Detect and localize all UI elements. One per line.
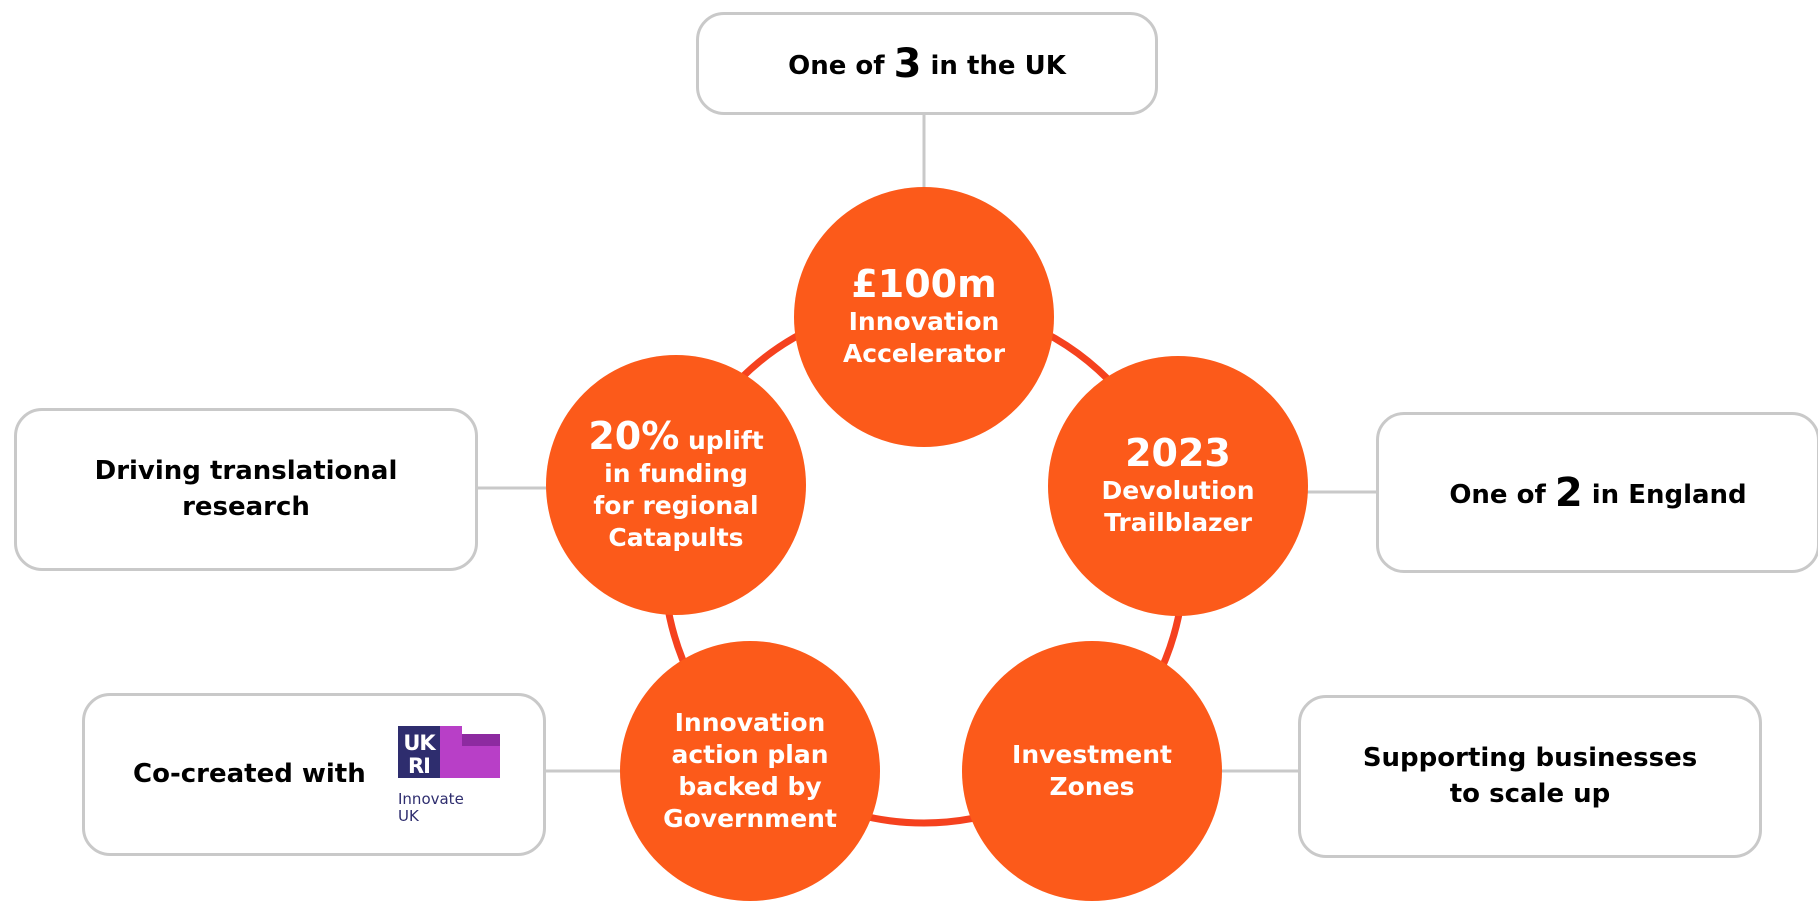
circle-left-line3: Catapults (608, 522, 744, 552)
circle-innovation-accelerator: £100m Innovation Accelerator (794, 187, 1054, 447)
logo-caption-line2: UK (398, 807, 420, 825)
circle-top-figure: £100m (851, 262, 997, 307)
box-top-suffix: in the UK (921, 50, 1066, 81)
circle-left-figure-row: 20% uplift (588, 414, 764, 459)
circle-top-line1: Innovation (848, 306, 1000, 336)
circle-left-line2: for regional (593, 490, 759, 520)
circle-left-figure-suffix: uplift (679, 426, 764, 456)
circle-top-line2: Accelerator (842, 338, 1006, 368)
circle-innovation-action-plan: Innovation action plan backed by Governm… (620, 641, 880, 901)
box-bottom-right-line2: to scale up (1449, 778, 1611, 809)
circle-catapult-uplift: 20% uplift in funding for regional Catap… (546, 355, 806, 615)
circle-bottom-left-line3: backed by (678, 772, 822, 801)
circle-right-line1: Devolution (1101, 475, 1255, 505)
box-translational-research: Driving translational research (14, 408, 478, 571)
circle-devolution-trailblazer: 2023 Devolution Trailblazer (1048, 356, 1308, 616)
box-bottom-left-text: Co-created with (133, 758, 366, 789)
ukri-logo-icon: UK RI Innovate UK (398, 726, 500, 825)
box-bottom-right-line1: Supporting businesses (1362, 743, 1698, 774)
box-top-prefix: One of (788, 50, 894, 81)
circle-investment-zones: Investment Zones (962, 641, 1222, 901)
box-top-text: One of 3 in the UK (788, 37, 1066, 91)
circle-left-line1: in funding (604, 458, 748, 488)
logo-caption-line1: Innovate (398, 790, 464, 808)
box-right-number: 2 (1554, 469, 1583, 516)
box-left-line1: Driving translational (94, 456, 398, 487)
circle-bottom-left-line2: action plan (671, 740, 829, 769)
circle-left-figure: 20% (588, 414, 680, 459)
circle-right-figure: 2023 (1125, 431, 1231, 476)
box-right-prefix: One of (1449, 479, 1555, 510)
circle-right-line2: Trailblazer (1104, 507, 1252, 537)
box-right-suffix: in England (1582, 479, 1747, 510)
ukri-mark-top: UK (403, 731, 436, 755)
circle-bottom-left-line4: Government (663, 804, 837, 833)
ukri-innovate-uk-logo: UK RI Innovate UK (398, 726, 508, 836)
circle-bottom-right-line1: Investment (1012, 740, 1172, 769)
box-scale-up: Supporting businesses to scale up (1298, 695, 1762, 858)
circle-bottom-right-line2: Zones (1049, 772, 1135, 801)
box-one-of-three-uk: One of 3 in the UK (696, 12, 1158, 115)
box-right-text: One of 2 in England (1449, 466, 1746, 520)
box-top-number: 3 (893, 40, 922, 87)
ukri-mark-bottom: RI (408, 754, 430, 778)
box-left-line2: research (182, 491, 310, 522)
box-one-of-two-england: One of 2 in England (1376, 412, 1818, 573)
circle-bottom-left-line1: Innovation (674, 708, 826, 737)
